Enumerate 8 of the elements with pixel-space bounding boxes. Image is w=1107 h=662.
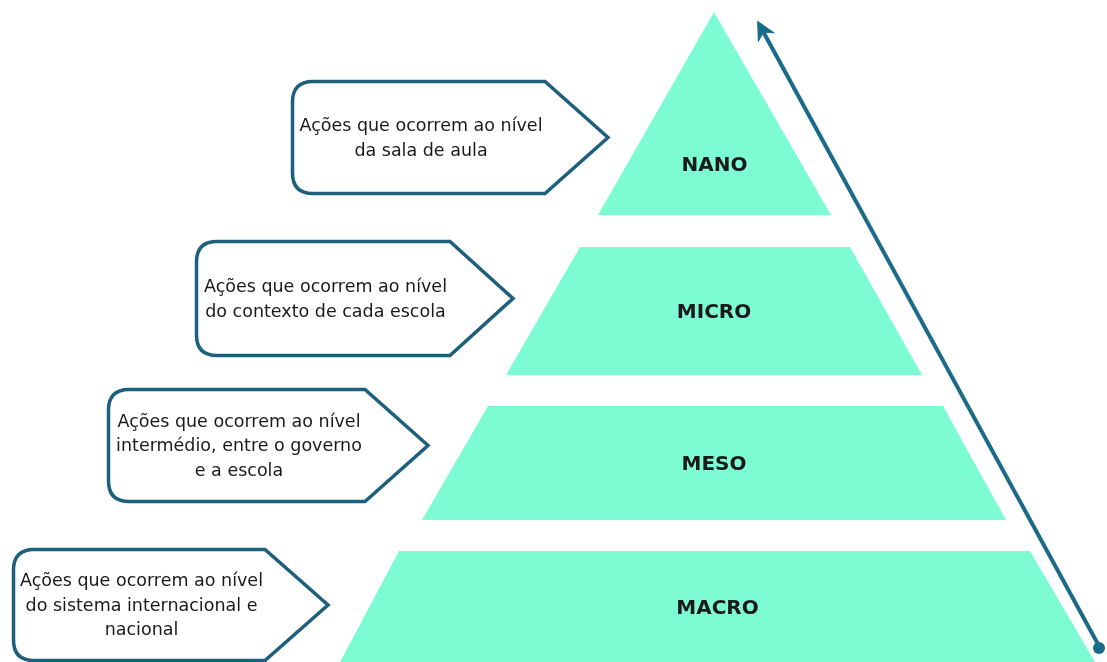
callout-text: Ações que ocorrem ao nível do contexto de cada escola (203, 275, 448, 323)
callout-text: Ações que ocorrem ao nível da sala de aula (298, 114, 544, 162)
level-label: NANO (681, 150, 748, 178)
callout-text: Ações que ocorrem ao nível intermédio, entre o governo e a escola (115, 409, 363, 482)
callout-text: Ações que ocorrem ao nível do sistema internacional e nacional (19, 569, 264, 642)
level-label: MACRO (676, 593, 759, 621)
level-label: MICRO (676, 298, 752, 325)
level-label: MESO (681, 450, 747, 477)
